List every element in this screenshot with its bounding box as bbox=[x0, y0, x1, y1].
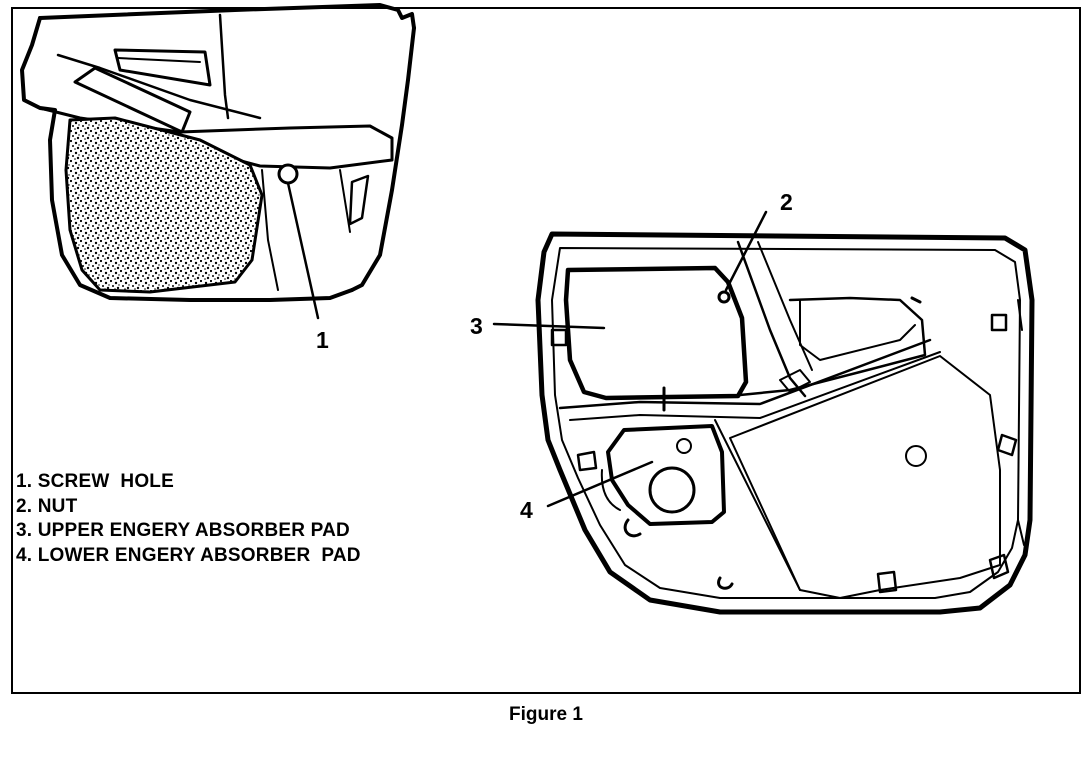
door-trim-panel-left bbox=[20, 3, 416, 320]
parts-legend: 1. SCREW HOLE 2. NUT 3. UPPER ENGERY ABS… bbox=[16, 470, 361, 568]
legend-item-lower-pad: 4. LOWER ENGERY ABSORBER PAD bbox=[16, 544, 361, 566]
door-panel-inner-right bbox=[492, 210, 1035, 615]
legend-item-nut: 2. NUT bbox=[16, 495, 78, 517]
legend-item-screw-hole: 1. SCREW HOLE bbox=[16, 471, 174, 492]
legend-item-upper-pad: 3. UPPER ENGERY ABSORBER PAD bbox=[16, 520, 350, 541]
figure-caption: Figure 1 bbox=[0, 704, 1088, 726]
callout-2: 2 bbox=[780, 189, 793, 215]
callout-3: 3 bbox=[470, 313, 483, 339]
callout-1: 1 bbox=[316, 327, 329, 353]
callout-4: 4 bbox=[520, 497, 533, 523]
figure-frame bbox=[11, 7, 1081, 694]
figure-caption-text: Figure 1 bbox=[509, 704, 583, 725]
